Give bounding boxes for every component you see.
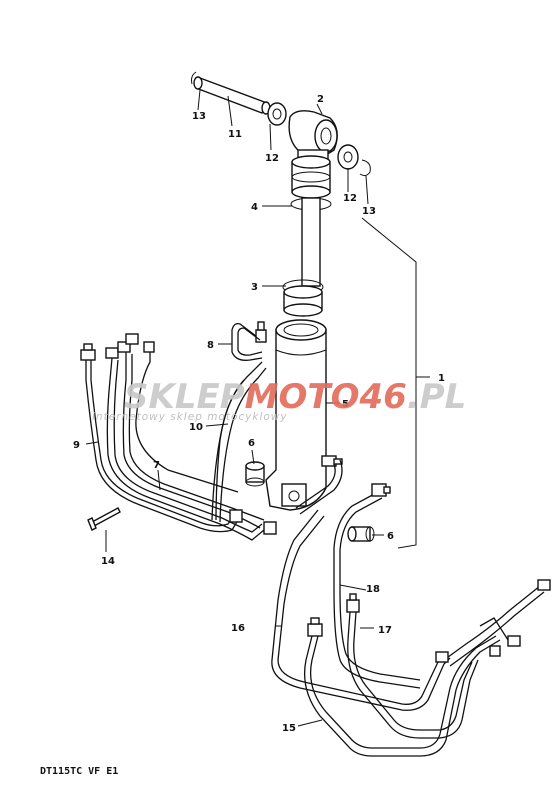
pipe-part-15 [303,617,501,757]
clip-part-13-left [191,71,197,85]
label-part-14: 14 [101,556,115,567]
pin-part-11 [193,76,271,115]
diagram-code: DT115TC VF E1 [40,766,118,777]
label-part-18: 18 [366,584,380,595]
label-part-6-right: 6 [387,531,394,542]
label-part-4: 4 [251,202,258,213]
label-part-3: 3 [251,282,258,293]
label-part-2: 2 [317,94,324,105]
label-part-13-left: 13 [192,111,206,122]
pipe-part-16 [271,509,451,711]
label-part-5: 5 [342,399,349,410]
watermark-brand-46: 46 [359,377,407,417]
pipe-part-10 [211,361,267,523]
assembly-bracket-part-1 [361,217,430,549]
pipe-part-9 [80,343,239,533]
label-part-12-right: 12 [343,193,357,204]
bushing-part-6-left [245,461,265,487]
label-part-12-left: 12 [265,153,279,164]
washer-part-12-right [337,144,359,170]
clevis-part-2 [288,110,338,163]
watermark: SKLEPMOTO46.PL internetowy sklep motocyk… [92,377,466,423]
label-part-6-left: 6 [248,438,255,449]
watermark-brand-moto: MOTO [245,377,360,417]
watermark-brand-pl: .PL [407,377,467,417]
cylinder-body-part-5 [265,319,327,511]
pipe-part-8 [231,322,263,361]
cylinder-head [291,155,331,199]
watermark-brand: SKLEPMOTO46.PL [124,377,466,417]
label-part-15: 15 [282,723,296,734]
rod-seal [283,285,323,317]
bushing-part-6-right [347,526,375,542]
label-part-11: 11 [228,129,242,140]
leader-lines [85,89,384,727]
label-part-13-right: 13 [362,206,376,217]
watermark-tagline: internetowy sklep motocyklowy [92,411,288,423]
body-fitting-side [321,455,343,467]
right-end-fittings [435,579,551,667]
pipe-part-7 [105,333,277,541]
piston-rod [301,197,321,287]
body-pipe-right [295,459,343,515]
label-part-16: 16 [231,623,245,634]
label-part-1: 1 [438,373,445,384]
pipe-part-17 [346,593,479,739]
watermark-brand-sklep: SKLEP [124,377,245,417]
label-part-17: 17 [378,625,392,636]
label-part-8: 8 [207,340,214,351]
label-part-9: 9 [73,440,80,451]
body-fitting-top [255,321,267,343]
pipe-part-18 [333,483,421,689]
clip-part-13-right [359,159,371,177]
bolt-part-14 [87,507,121,531]
washer-part-12-left [267,102,287,126]
part-labels: 2 13 11 12 12 13 4 3 8 1 5 10 6 9 7 6 14… [73,94,445,734]
label-part-7: 7 [153,460,160,471]
label-part-10: 10 [189,422,203,433]
